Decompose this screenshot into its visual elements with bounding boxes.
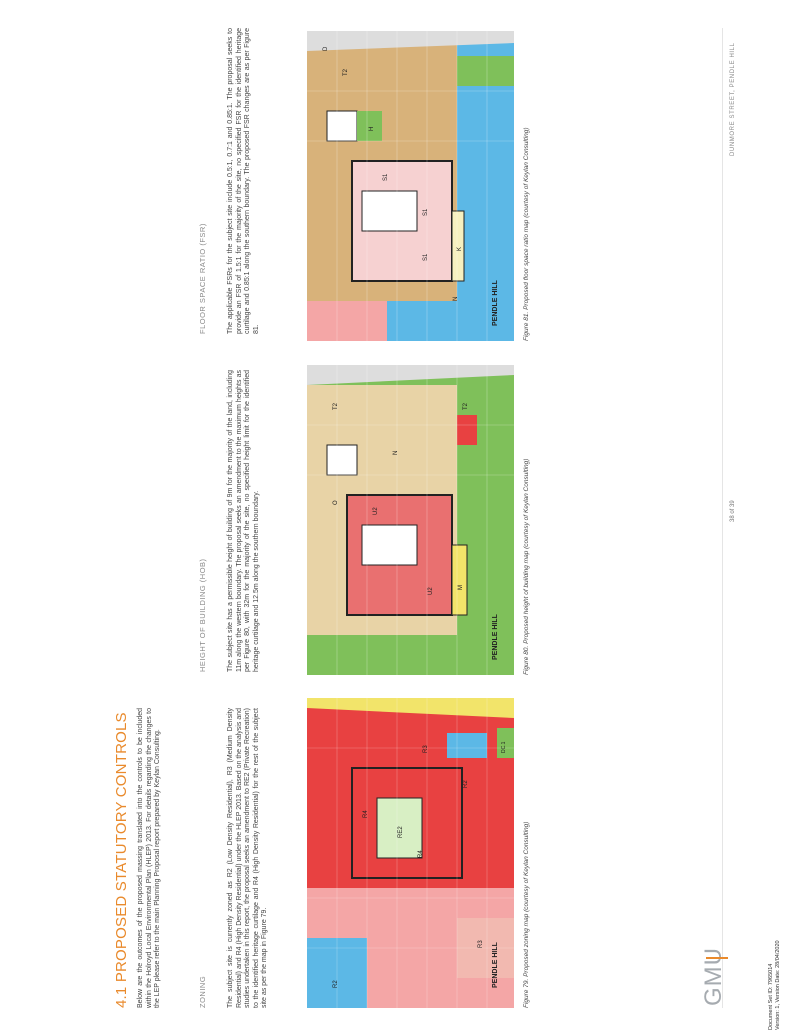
logo-text: GMU (700, 947, 727, 1006)
zoning-label-r2-2: R2 (333, 980, 339, 988)
zoning-label-r3-2: R3 (423, 745, 429, 753)
page-number: 38 of 39 (730, 500, 736, 522)
zoning-label-re2: RE2 (398, 826, 404, 838)
zoning-label-r4-2: R4 (363, 810, 369, 818)
hob-text: The subject site has a permissible heigh… (227, 370, 260, 672)
zoning-label-r4: R4 (418, 850, 424, 858)
hob-heading: HEIGHT OF BUILDING (HOB) (198, 558, 207, 672)
document-set-id: Document Set ID: 7965014 (768, 963, 774, 1030)
zoning-map: R4 RE2 R4 R2 R3 R2 R3 DC.1 PENDLE HILL (307, 698, 514, 1008)
fsr-map: S1 S1 S1 K H T2 D N PENDLE HILL (307, 31, 514, 341)
logo-accent-bar (706, 957, 728, 959)
document-id: Document Set ID: 7965014 Version: 1, Ver… (768, 940, 782, 1030)
zoning-label-dc1: DC.1 (501, 741, 507, 753)
zoning-label-r2: R2 (463, 780, 469, 788)
hob-label-t2-2: T2 (333, 402, 339, 410)
figure-79-caption: Figure 79. Proposed zoning map (courtesy… (523, 821, 530, 1008)
hob-label-u2: U2 (428, 587, 434, 595)
fsr-label-n: N (453, 297, 459, 301)
zoning-text: The subject site is currently zoned as R… (227, 708, 269, 1008)
fsr-text: The applicable FSRs for the subject site… (227, 28, 260, 334)
intro-text: Below are the outcomes of the proposed m… (137, 708, 162, 1008)
footer-divider (722, 28, 723, 1008)
zoning-label-r3: R3 (478, 940, 484, 948)
fsr-label-s1-3: S1 (423, 208, 429, 216)
hob-label-o: O (333, 500, 339, 505)
footer-project-name: DUNMORE STREET, PENDLE HILL (730, 42, 736, 156)
fsr-label-s1-2: S1 (383, 173, 389, 181)
gmu-logo: GMU (700, 946, 730, 1006)
fsr-label-d: D (323, 46, 329, 51)
document-version: Version: 1, Version Date: 28/04/2020 (775, 940, 781, 1030)
figure-80-caption: Figure 80. Proposed height of building m… (523, 458, 530, 675)
hob-place-label: PENDLE HILL (492, 613, 499, 660)
hob-label-u2-2: U2 (373, 507, 379, 515)
zoning-heading: ZONING (198, 975, 207, 1008)
fsr-place-label: PENDLE HILL (492, 279, 499, 326)
hob-label-n: N (393, 451, 399, 455)
fsr-label-t2: T2 (343, 68, 349, 76)
fsr-label-k: K (457, 247, 463, 251)
fsr-heading: FLOOR SPACE RATIO (FSR) (198, 223, 207, 334)
figure-81-caption: Figure 81. Proposed floor space ratio ma… (523, 127, 530, 341)
page-title: 4.1 PROPOSED STATUTORY CONTROLS (113, 712, 130, 1008)
hob-label-m: M (458, 585, 464, 590)
fsr-label-s1: S1 (423, 253, 429, 261)
zoning-place-label: PENDLE HILL (492, 941, 499, 988)
hob-map: U2 U2 O N M T2 T2 PENDLE HILL (307, 365, 514, 675)
hob-label-t2: T2 (463, 402, 469, 410)
fsr-label-h: H (369, 127, 375, 131)
